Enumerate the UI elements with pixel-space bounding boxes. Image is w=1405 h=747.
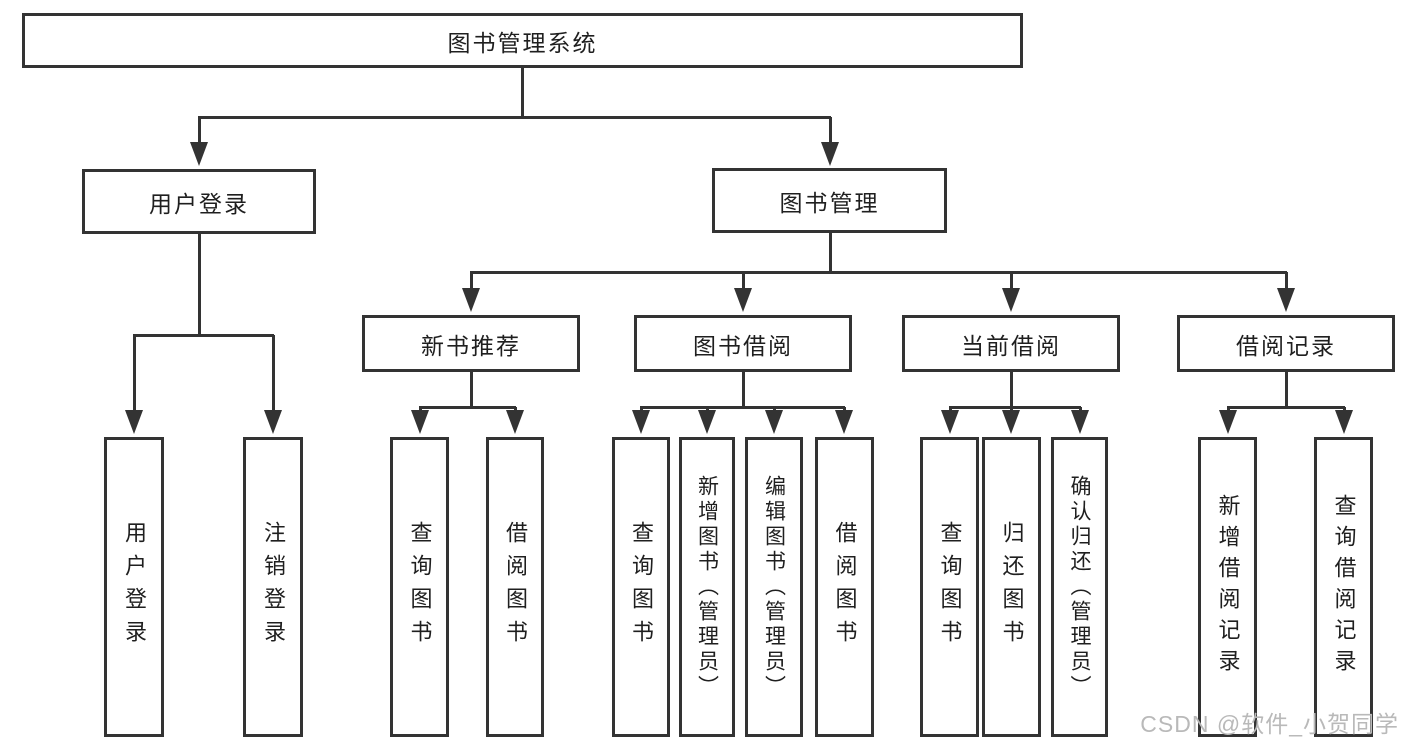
node-current-confirm-return-admin-label: 确认归还（管理员） xyxy=(1068,474,1091,700)
node-borrow-edit-books-admin: 编辑图书（管理员） xyxy=(745,437,803,737)
node-logout-label: 注销登录 xyxy=(261,521,286,653)
arrowhead-down-icon xyxy=(506,410,524,434)
arrowhead-down-icon xyxy=(1219,410,1237,434)
node-login: 用户登录 xyxy=(104,437,164,737)
arrowhead-down-icon xyxy=(125,410,143,434)
connector-branch xyxy=(198,116,831,119)
arrowhead-down-icon xyxy=(734,288,752,312)
connector-branch xyxy=(949,406,1081,409)
arrowhead-down-icon xyxy=(835,410,853,434)
watermark: CSDN @软件_小贺同学 xyxy=(1140,711,1399,737)
node-recommend-query-books-label: 查询图书 xyxy=(407,521,433,653)
connector-branch xyxy=(133,334,274,337)
arrowhead-down-icon xyxy=(411,410,429,434)
connector-stem xyxy=(742,372,745,409)
arrowhead-down-icon xyxy=(264,410,282,434)
node-records-add-record-label: 新增借阅记录 xyxy=(1215,494,1241,680)
node-recommend-borrow-books: 借阅图书 xyxy=(486,437,544,737)
connector-drop xyxy=(470,272,473,292)
connector-branch xyxy=(419,406,516,409)
arrowhead-down-icon xyxy=(1277,288,1295,312)
connector-drop xyxy=(1285,272,1288,292)
arrowhead-down-icon xyxy=(1002,288,1020,312)
connector-stem xyxy=(1285,372,1288,409)
node-logout: 注销登录 xyxy=(243,437,303,737)
node-book-borrow-label: 图书借阅 xyxy=(693,332,793,359)
arrowhead-down-icon xyxy=(462,288,480,312)
arrowhead-down-icon xyxy=(1335,410,1353,434)
connector-stem xyxy=(470,372,473,409)
node-current-return-books: 归还图书 xyxy=(982,437,1041,737)
connector-stem xyxy=(198,234,201,337)
node-book-management-label: 图书管理 xyxy=(779,189,880,216)
node-current-confirm-return-admin: 确认归还（管理员） xyxy=(1051,437,1108,737)
node-borrow-borrow-books-label: 借阅图书 xyxy=(832,521,858,653)
node-borrow-records-label: 借阅记录 xyxy=(1236,332,1336,359)
node-borrow-query-books: 查询图书 xyxy=(612,437,670,737)
node-current-query-books: 查询图书 xyxy=(920,437,979,737)
arrowhead-down-icon xyxy=(190,142,208,166)
node-current-return-books-label: 归还图书 xyxy=(999,521,1025,653)
node-current-borrow: 当前借阅 xyxy=(902,315,1120,372)
node-system-root-label: 图书管理系统 xyxy=(447,29,598,56)
node-user-login: 用户登录 xyxy=(82,169,316,234)
node-recommend-query-books: 查询图书 xyxy=(390,437,449,737)
connector-stem xyxy=(521,68,524,119)
node-borrow-edit-books-admin-label: 编辑图书（管理员） xyxy=(762,474,786,700)
arrowhead-down-icon xyxy=(765,410,783,434)
connector-drop xyxy=(133,335,136,414)
node-user-login-label: 用户登录 xyxy=(149,190,249,217)
node-borrow-borrow-books: 借阅图书 xyxy=(815,437,874,737)
arrowhead-down-icon xyxy=(632,410,650,434)
arrowhead-down-icon xyxy=(1071,410,1089,434)
node-new-book-recommend-label: 新书推荐 xyxy=(421,332,521,359)
arrowhead-down-icon xyxy=(821,142,839,166)
node-records-query-record-label: 查询借阅记录 xyxy=(1331,494,1357,680)
node-borrow-query-books-label: 查询图书 xyxy=(629,521,654,653)
node-current-borrow-label: 当前借阅 xyxy=(961,332,1061,359)
connector-drop xyxy=(198,117,201,146)
arrowhead-down-icon xyxy=(941,410,959,434)
connector-stem xyxy=(829,233,832,274)
connector-drop xyxy=(829,117,832,146)
connector-branch xyxy=(470,271,1287,274)
node-records-add-record: 新增借阅记录 xyxy=(1198,437,1257,737)
node-book-borrow: 图书借阅 xyxy=(634,315,852,372)
node-borrow-add-books-admin-label: 新增图书（管理员） xyxy=(695,474,719,700)
node-book-management: 图书管理 xyxy=(712,168,947,233)
arrowhead-down-icon xyxy=(698,410,716,434)
node-current-query-books-label: 查询图书 xyxy=(937,521,963,653)
node-login-label: 用户登录 xyxy=(122,521,147,653)
node-recommend-borrow-books-label: 借阅图书 xyxy=(503,521,528,653)
connector-drop xyxy=(742,272,745,292)
connector-drop xyxy=(272,335,275,414)
connector-branch xyxy=(1227,406,1345,409)
connector-drop xyxy=(1010,272,1013,292)
node-borrow-add-books-admin: 新增图书（管理员） xyxy=(679,437,735,737)
node-records-query-record: 查询借阅记录 xyxy=(1314,437,1373,737)
arrowhead-down-icon xyxy=(1002,410,1020,434)
connector-stem xyxy=(1010,372,1013,409)
node-new-book-recommend: 新书推荐 xyxy=(362,315,580,372)
node-borrow-records: 借阅记录 xyxy=(1177,315,1395,372)
connector-branch xyxy=(640,406,845,409)
node-system-root: 图书管理系统 xyxy=(22,13,1023,68)
